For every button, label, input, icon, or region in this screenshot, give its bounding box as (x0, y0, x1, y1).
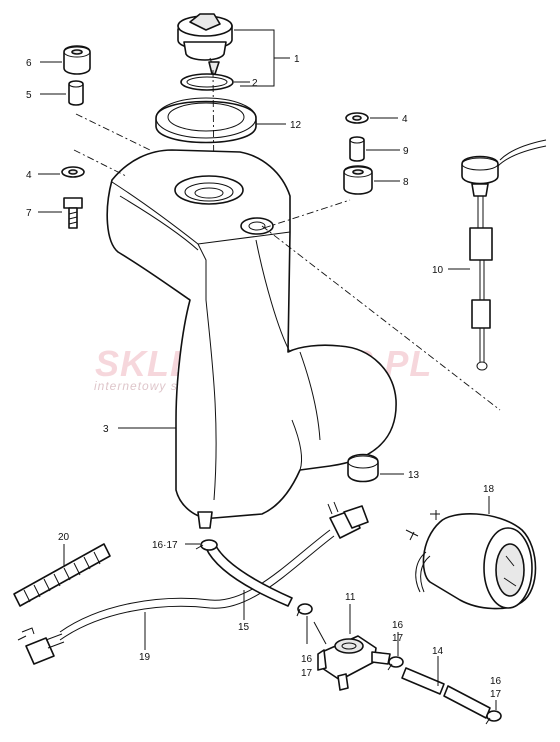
label-part-15: 15 (238, 622, 250, 633)
fuel-cap (177, 13, 233, 83)
label-part-17-a: 17 (301, 668, 313, 679)
label-part-16-17: 16·17 (152, 540, 178, 551)
label-part-16-c: 16 (490, 676, 502, 687)
label-part-8: 8 (403, 177, 409, 188)
hose-clamp-bottom (485, 710, 502, 725)
label-part-14: 14 (432, 646, 444, 657)
label-part-6: 6 (26, 58, 32, 69)
label-part-17-c: 17 (490, 689, 502, 700)
label-part-12: 12 (290, 120, 302, 131)
bolt-7 (63, 197, 83, 229)
label-part-16-a: 16 (301, 654, 313, 665)
label-part-2: 2 (252, 78, 258, 89)
washer-4-right (345, 112, 369, 124)
label-part-19: 19 (139, 652, 151, 663)
label-part-9: 9 (403, 146, 409, 157)
label-part-1: 1 (294, 54, 300, 65)
wire-harness (17, 501, 369, 665)
label-part-18: 18 (483, 484, 495, 495)
washer-4-left (61, 166, 85, 178)
fuel-gauge-meter (405, 510, 537, 610)
label-part-7: 7 (26, 208, 32, 219)
hose-clamp-middle (296, 603, 313, 617)
fuel-tank (106, 149, 397, 529)
leader-lines (38, 29, 497, 710)
fuel-hose-15 (205, 541, 293, 607)
label-part-10: 10 (432, 265, 444, 276)
rubber-damper-6 (63, 45, 91, 75)
label-part-3: 3 (103, 424, 109, 435)
label-part-20: 20 (58, 532, 70, 543)
label-part-11: 11 (345, 592, 356, 603)
rubber-cap-13 (347, 453, 379, 483)
fuel-cock (313, 621, 391, 691)
label-part-13: 13 (408, 470, 420, 481)
part-labels: 1 2 12 6 5 4 7 4 9 8 10 3 13 18 20 16·17… (26, 54, 502, 700)
rubber-damper-8 (343, 165, 373, 195)
label-part-17-b: 17 (392, 633, 404, 644)
fuel-level-sender (461, 139, 547, 371)
hose-clamp-right (387, 656, 404, 671)
spiral-protector (13, 543, 111, 607)
label-part-4-right: 4 (402, 114, 408, 125)
collar-9 (349, 136, 365, 162)
cap-gasket (180, 73, 234, 91)
fuel-hose-14 (401, 667, 491, 719)
collar-5 (68, 80, 84, 106)
hose-clamp-top (195, 539, 218, 551)
label-part-16-b: 16 (392, 620, 404, 631)
filler-ring (155, 97, 257, 144)
label-part-4-left: 4 (26, 170, 32, 181)
label-part-5: 5 (26, 90, 32, 101)
